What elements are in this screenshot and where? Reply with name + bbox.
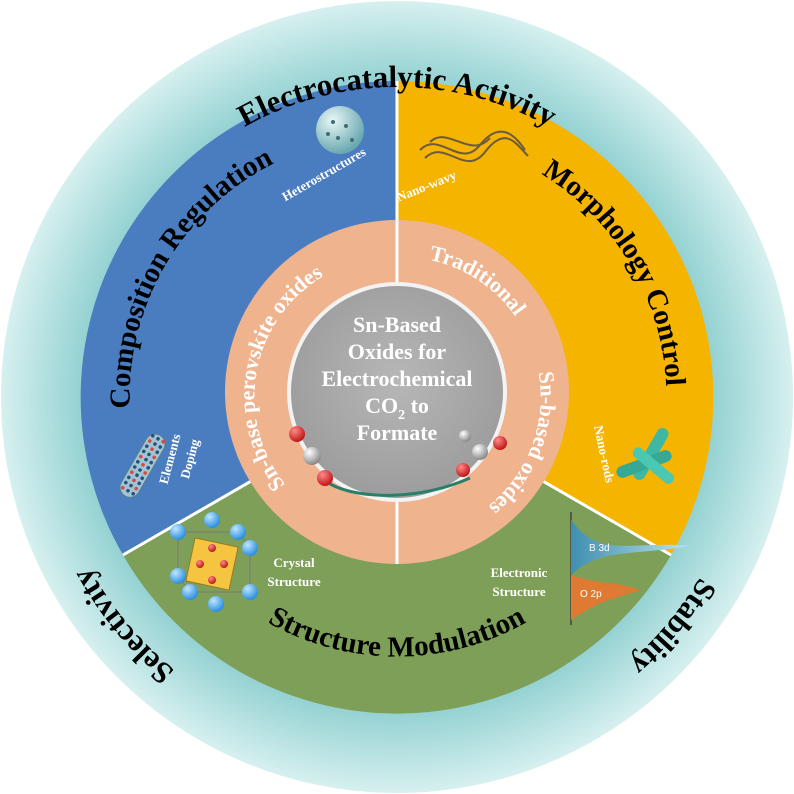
label-crystal: Crystal (273, 555, 315, 570)
formate-molecule-icon (456, 430, 507, 477)
center-to: to (405, 393, 429, 418)
center-line-1: Sn-Based (353, 312, 441, 337)
center-circle (287, 282, 507, 502)
center-title: Sn-Based Oxides for Electrochemical CO2 … (321, 312, 472, 445)
heterostructure-sphere-icon (316, 106, 364, 154)
center-line-3: Electrochemical (321, 366, 472, 391)
label-electronic-structure: Structure (492, 584, 545, 599)
crystal-structure-icon (170, 512, 258, 612)
dos-b3d-label: B 3d (589, 543, 610, 554)
label-crystal-structure: Structure (267, 574, 320, 589)
center-line-2: Oxides for (348, 339, 447, 364)
center-line-5: Formate (357, 420, 438, 445)
label-electronic: Electronic (491, 565, 548, 580)
center-co: CO (365, 393, 398, 418)
dos-plot-icon: B 3d O 2p (570, 512, 690, 625)
center-subscript: 2 (398, 408, 405, 423)
nano-wavy-icon (419, 130, 529, 163)
center-line-4: CO2 to (365, 393, 429, 423)
doping-rod-icon (119, 433, 166, 498)
reaction-arrow (329, 476, 471, 497)
co2-molecule-icon (289, 426, 333, 486)
nano-rods-icon (616, 428, 674, 484)
dos-o2p-label: O 2p (580, 589, 602, 600)
